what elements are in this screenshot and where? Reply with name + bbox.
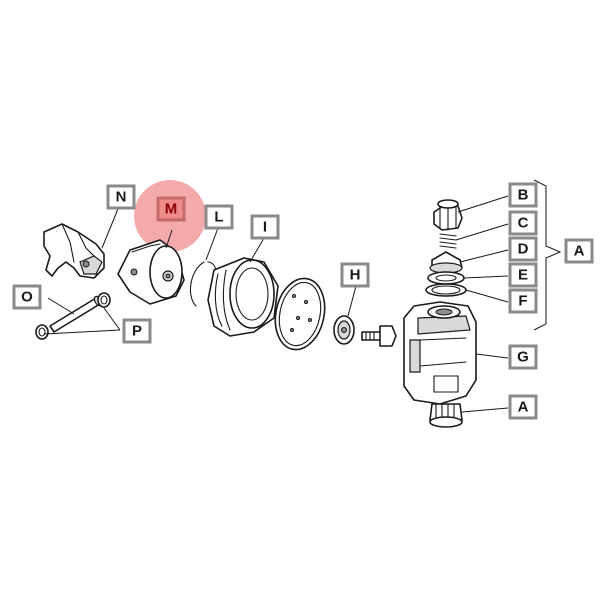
label-c[interactable]: C — [508, 210, 538, 236]
label-a-group-text: A — [574, 243, 585, 260]
leader-lines — [43, 179, 562, 413]
part-d-valve[interactable] — [429, 251, 463, 274]
part-b-cap[interactable] — [433, 199, 463, 231]
label-n[interactable]: N — [106, 184, 136, 210]
part-diaphragm-disc[interactable] — [269, 274, 331, 354]
label-e-text: E — [518, 267, 528, 284]
label-d-text: D — [518, 241, 529, 258]
label-p[interactable]: P — [122, 318, 152, 344]
label-e[interactable]: E — [508, 262, 538, 288]
label-a-group[interactable]: A — [564, 238, 594, 264]
label-p-text: P — [132, 323, 142, 340]
label-l-text: L — [214, 209, 223, 226]
label-a-bottom[interactable]: A — [508, 394, 538, 420]
label-i[interactable]: I — [250, 214, 280, 240]
part-f-seal[interactable] — [425, 283, 467, 297]
label-f-text: F — [518, 293, 527, 310]
label-h[interactable]: H — [340, 262, 370, 288]
label-m[interactable]: M — [156, 196, 186, 222]
label-b-text: B — [518, 187, 529, 204]
part-g-valve-body[interactable] — [403, 301, 477, 405]
part-m-piston[interactable] — [117, 239, 185, 305]
part-o-pin[interactable] — [49, 295, 103, 333]
label-g[interactable]: G — [508, 344, 538, 370]
part-p-rings[interactable] — [35, 292, 111, 340]
label-g-text: G — [517, 349, 529, 366]
label-c-text: C — [518, 215, 529, 232]
part-a-bottom-fitting[interactable] — [429, 403, 463, 428]
label-h-text: H — [350, 267, 361, 284]
label-f[interactable]: F — [508, 288, 538, 314]
part-n-fork[interactable] — [43, 223, 105, 279]
part-e-washer[interactable] — [427, 271, 465, 285]
part-c-spring[interactable] — [439, 233, 457, 249]
label-d[interactable]: D — [508, 236, 538, 262]
label-o[interactable]: O — [12, 284, 42, 310]
part-bolt[interactable] — [361, 325, 397, 347]
label-l[interactable]: L — [204, 204, 234, 230]
label-m-text: M — [165, 201, 178, 218]
part-i-boot[interactable] — [207, 257, 279, 337]
label-n-text: N — [116, 189, 127, 206]
label-o-text: O — [21, 289, 33, 306]
label-i-text: I — [263, 219, 267, 236]
label-a-bottom-text: A — [518, 399, 529, 416]
label-b[interactable]: B — [508, 182, 538, 208]
part-h-seat[interactable] — [333, 315, 355, 345]
